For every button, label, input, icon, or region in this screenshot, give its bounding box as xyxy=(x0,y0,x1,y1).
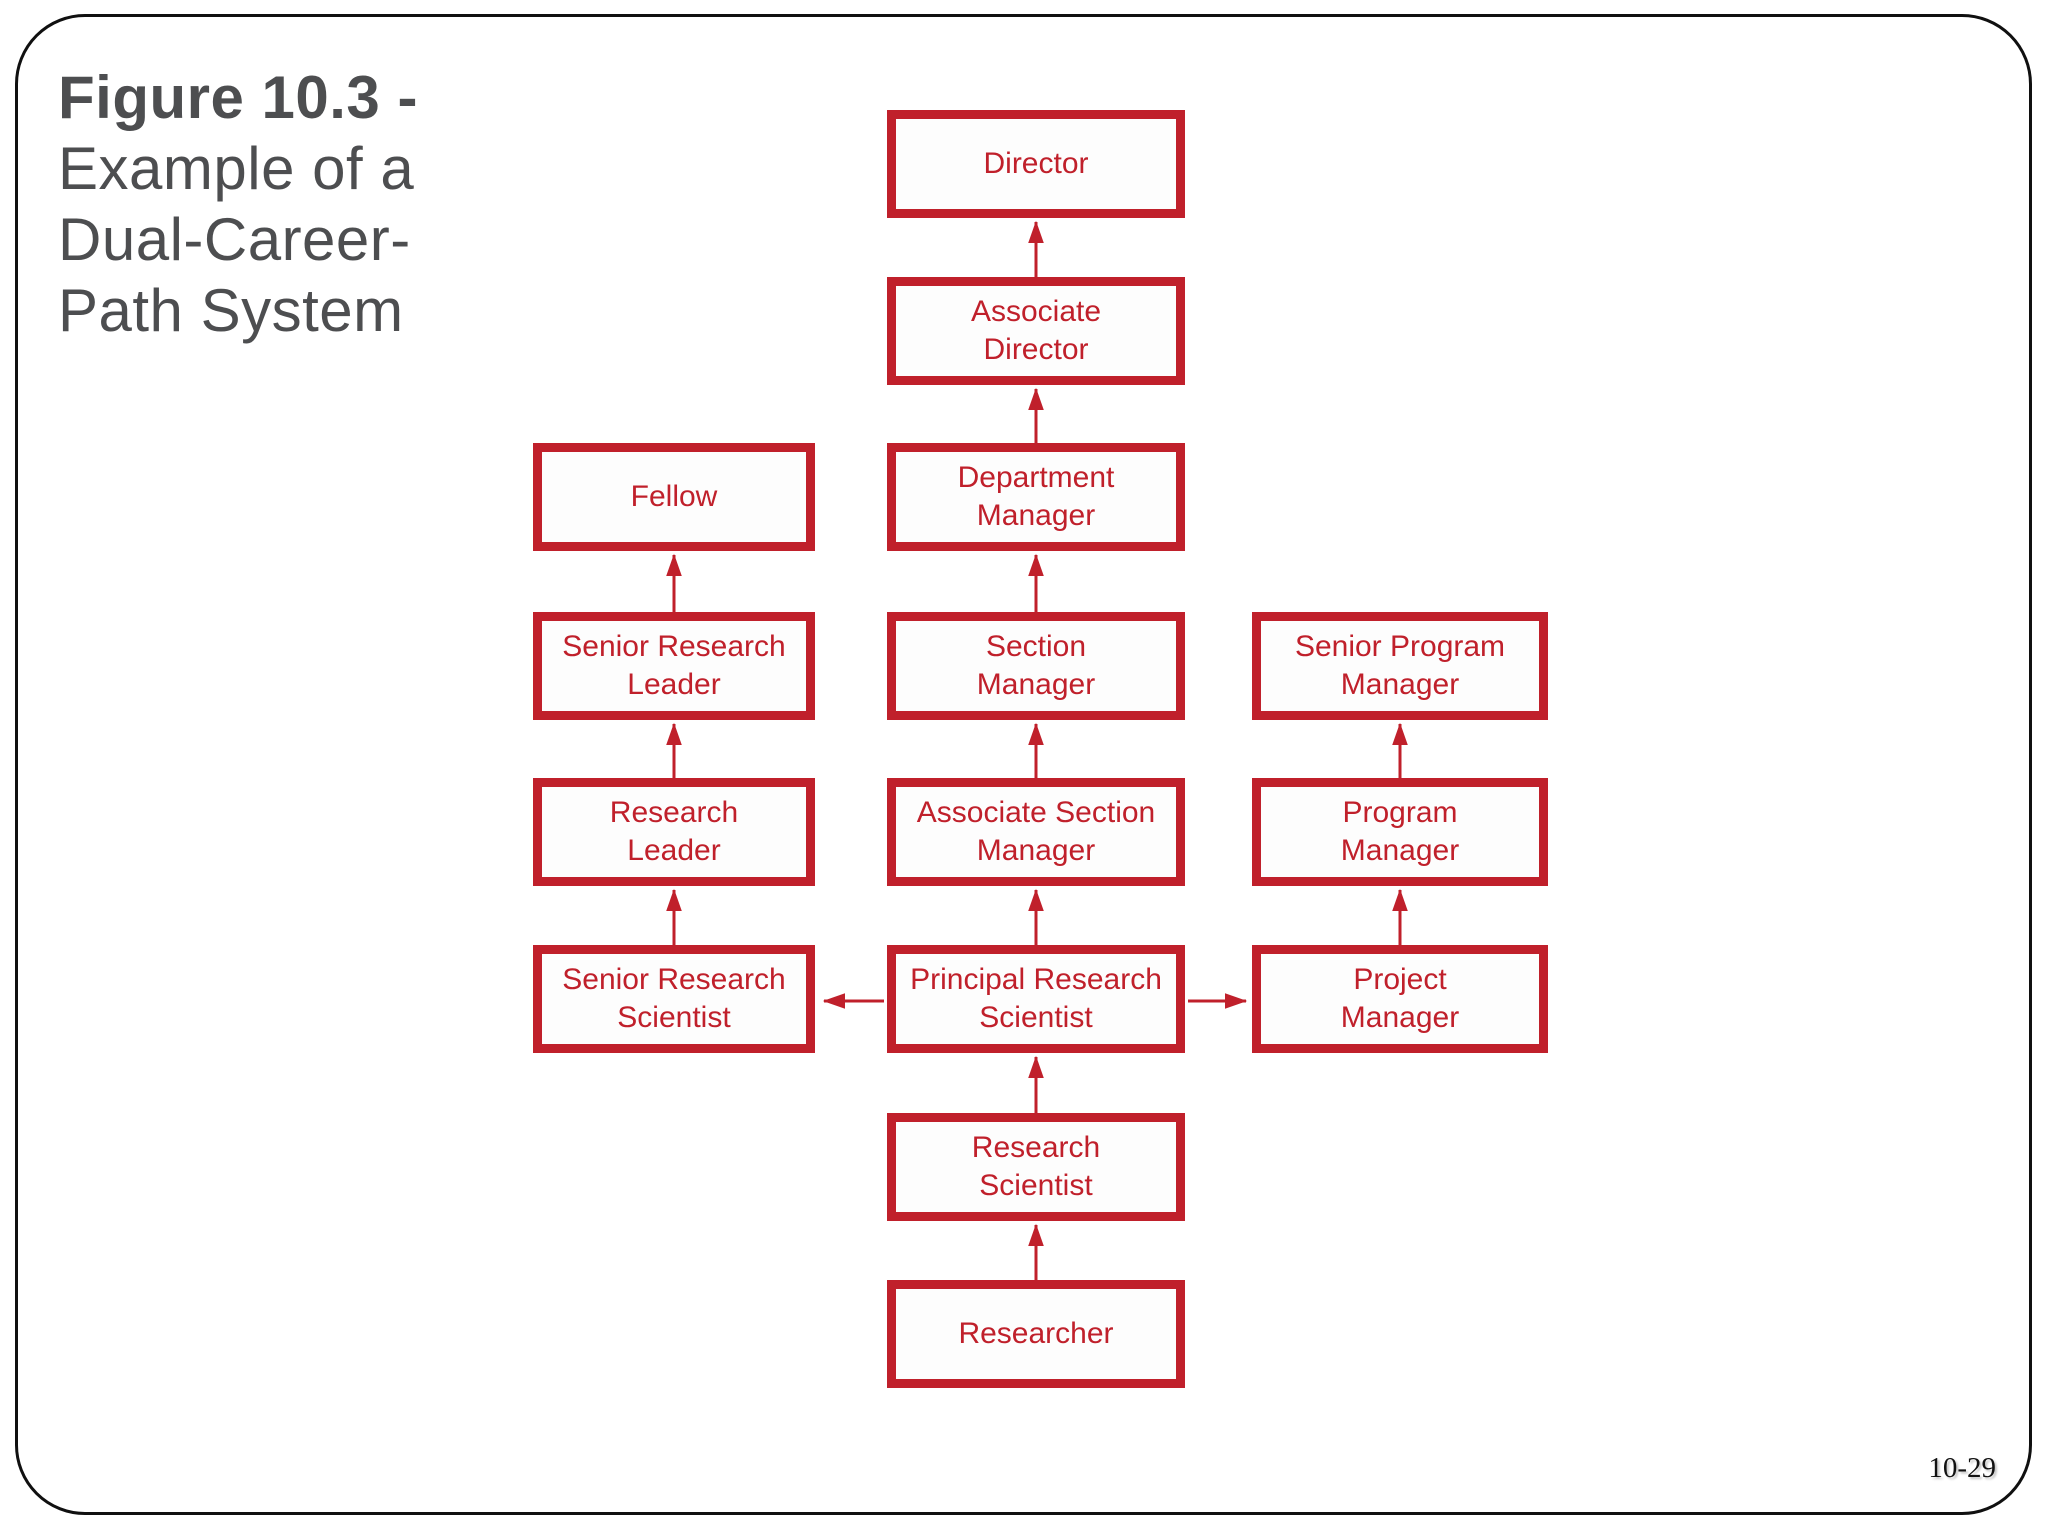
org-box-project-manager: Project Manager xyxy=(1252,945,1548,1053)
org-box-principal-research-scientist: Principal Research Scientist xyxy=(887,945,1185,1053)
org-box-associate-section-manager: Associate Section Manager xyxy=(887,778,1185,886)
org-box-section-manager: Section Manager xyxy=(887,612,1185,720)
org-box-research-leader: Research Leader xyxy=(533,778,815,886)
org-box-department-manager: Department Manager xyxy=(887,443,1185,551)
figure-title-line4: Path System xyxy=(58,277,404,344)
figure-title-line3: Dual-Career- xyxy=(58,206,411,273)
org-box-senior-program-manager: Senior Program Manager xyxy=(1252,612,1548,720)
slide-border xyxy=(15,14,2032,1515)
figure-title-line1: Figure 10.3 - xyxy=(58,64,418,131)
org-box-director: Director xyxy=(887,110,1185,218)
figure-title-line2: Example of a xyxy=(58,135,415,202)
figure-title: Figure 10.3 - Example of a Dual-Career- … xyxy=(58,62,478,346)
org-box-fellow: Fellow xyxy=(533,443,815,551)
org-box-research-scientist: Research Scientist xyxy=(887,1113,1185,1221)
org-box-associate-director: Associate Director xyxy=(887,277,1185,385)
org-box-researcher: Researcher xyxy=(887,1280,1185,1388)
org-box-senior-research-scientist: Senior Research Scientist xyxy=(533,945,815,1053)
org-box-program-manager: Program Manager xyxy=(1252,778,1548,886)
page-number: 10-29 xyxy=(1928,1452,1996,1484)
org-box-senior-research-leader: Senior Research Leader xyxy=(533,612,815,720)
